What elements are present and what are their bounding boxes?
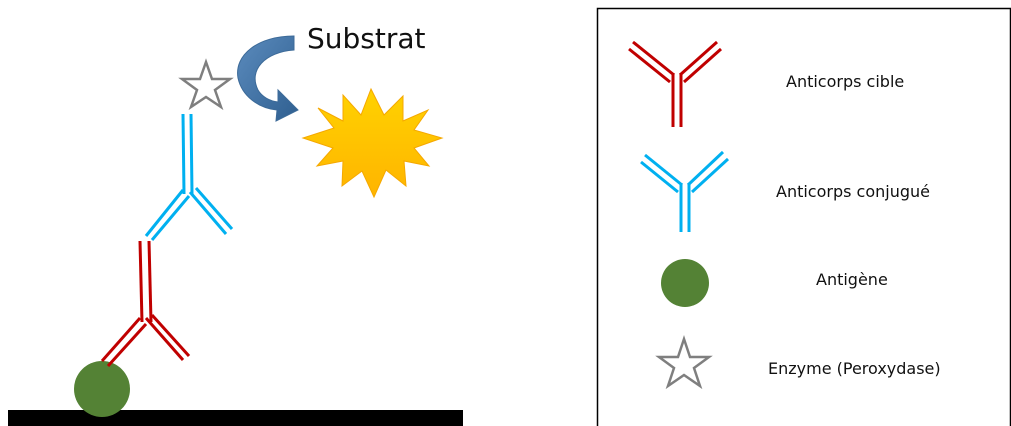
legend-label-target-antibody: Anticorps cible: [786, 72, 904, 91]
antigen-circle: [74, 361, 130, 417]
enzyme-star: [178, 58, 234, 111]
legend-label-conjugated-antibody: Anticorps conjugué: [776, 182, 930, 201]
legend-label-antigen: Antigène: [816, 270, 888, 289]
conjugated-antibody: [144, 113, 234, 241]
conjugated-antibody-icon: [640, 150, 730, 232]
reaction-arrow: [237, 35, 299, 122]
plate-surface: [8, 410, 463, 426]
antigen-icon: [661, 259, 709, 307]
target-antibody: [100, 240, 191, 368]
signal-burst: [301, 87, 444, 199]
legend-label-enzyme: Enzyme (Peroxydase): [768, 359, 941, 378]
target-antibody-icon: [628, 40, 722, 127]
substrat-label: Substrat: [307, 22, 426, 55]
enzyme-star-icon: [655, 335, 713, 390]
